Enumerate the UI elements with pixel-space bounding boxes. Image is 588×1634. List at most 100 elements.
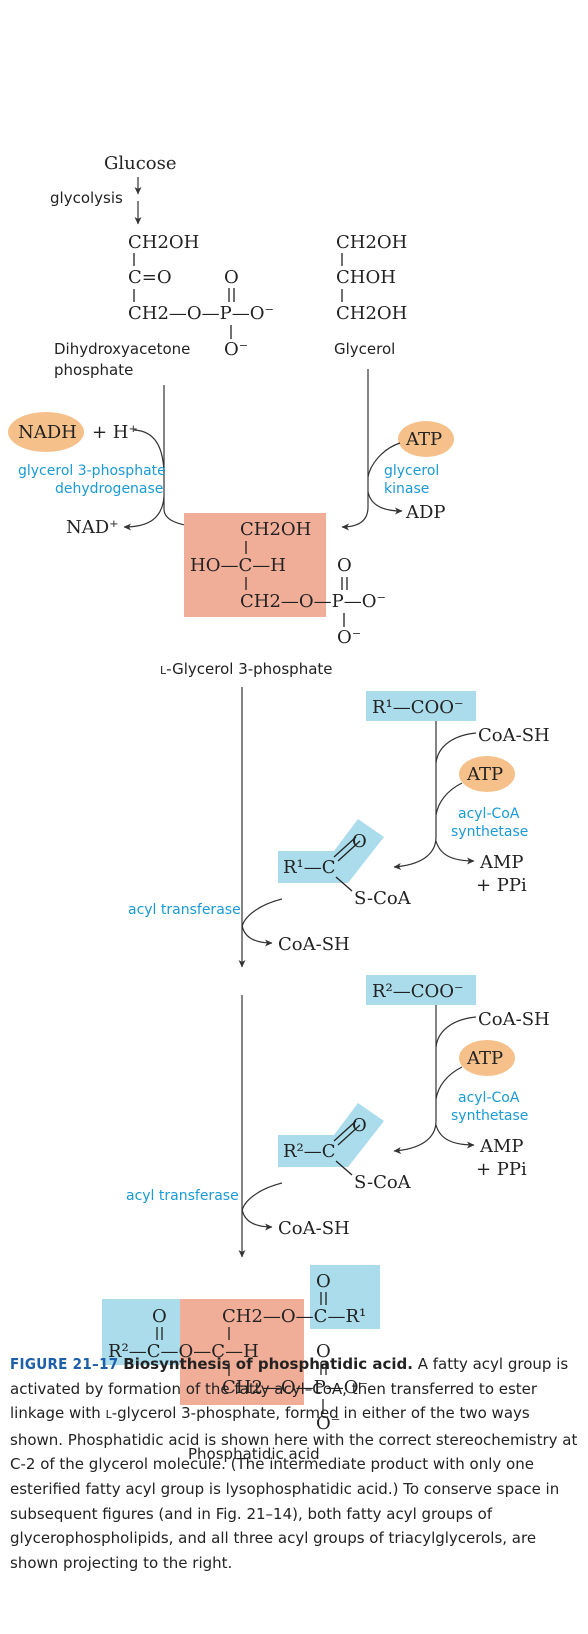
acyl1-coash-out-label: CoA-SH — [278, 934, 350, 955]
svg-text:CH2—O—P—O⁻: CH2—O—P—O⁻ — [128, 303, 274, 324]
svg-text:S-CoA: S-CoA — [354, 888, 412, 909]
caption-body-a: A fatty acyl group is activated by forma… — [10, 1355, 569, 1423]
h-plus-label: + H⁺ — [92, 422, 138, 443]
acyl2-amp-out — [435, 1124, 475, 1149]
acyl2-synthetase-line2: synthetase — [451, 1108, 528, 1124]
svg-text:O: O — [316, 1271, 331, 1292]
acyl2-coash-out-label: CoA-SH — [278, 1218, 350, 1239]
figure-title: Biosynthesis of phosphatidic acid. — [123, 1355, 413, 1373]
svg-text:O: O — [352, 1115, 367, 1136]
acyl2-synthetase-line1: acyl-CoA — [458, 1090, 520, 1106]
svg-text:C=O: C=O — [128, 267, 172, 288]
acyl2-ppi-label: + PPi — [476, 1159, 527, 1180]
g3p-glycerol-highlight — [184, 513, 326, 617]
acyl1-synthetase-line2: synthetase — [451, 824, 528, 840]
acyl1-coa-highlight — [278, 819, 384, 883]
acyl1-coash-in — [435, 732, 477, 764]
r2-coo-highlight — [366, 975, 476, 1005]
pa-glycerol-highlight — [180, 1299, 304, 1405]
acyl2-main-curve — [393, 1005, 437, 1154]
svg-text:CH2OH: CH2OH — [128, 232, 199, 253]
glycerol-kinase-line1: glycerol — [384, 463, 439, 479]
acyl1-coash-out — [241, 924, 273, 947]
acyl1-atp-in — [435, 782, 463, 816]
svg-text:CHOH: CHOH — [336, 267, 396, 288]
svg-text:CH2—O—P—O⁻: CH2—O—P—O⁻ — [222, 1377, 368, 1398]
svg-text:O⁻: O⁻ — [316, 1413, 340, 1434]
svg-text:CH2OH: CH2OH — [240, 519, 311, 540]
acyl1-synthetase-line1: acyl-CoA — [458, 806, 520, 822]
g3p-dehydrogenase-line2: dehydrogenase — [55, 481, 163, 497]
dhap-to-g3p-arrow — [163, 385, 213, 531]
svg-text:R¹—C: R¹—C — [283, 857, 336, 878]
phosphatidic-acid-structure: O CH2—O—C—R¹ O R²—C—O—C—H O CH2—O—P—O⁻ O… — [108, 1271, 368, 1434]
acyl2-coa-highlight — [278, 1103, 384, 1167]
g3p-dehydrogenase-line1: glycerol 3-phosphate — [18, 463, 166, 479]
adp-label: ADP — [405, 502, 446, 523]
acyl1-coa-structure: R¹—C O S-CoA — [283, 831, 412, 909]
dhap-structure: CH2OH C=O O CH2—O—P—O⁻ O⁻ — [128, 232, 274, 360]
phosphatidic-acid-label: Phosphatidic acid — [188, 1445, 320, 1463]
r2-coo-label: R²—COO⁻ — [372, 981, 464, 1002]
pa-r1-acyl-highlight — [310, 1265, 380, 1329]
svg-text:CH2OH: CH2OH — [336, 232, 407, 253]
adp-out-arrow — [367, 491, 403, 515]
glycolysis-label: glycolysis — [50, 189, 123, 207]
g3p-label: L-Glycerol 3-phosphate — [160, 660, 333, 678]
glycerol-kinase-line2: kinase — [384, 481, 429, 497]
dhap-label-line2: phosphate — [54, 361, 133, 379]
figure-number: FIGURE 21–17 — [10, 1355, 119, 1373]
caption-body-b: -glycerol 3-phosphate, formed in either … — [10, 1404, 578, 1572]
glycerol-structure: CH2OH CHOH CH2OH — [336, 232, 407, 324]
pa-r2-acyl-highlight — [102, 1299, 180, 1365]
acyl1-atp-badge — [459, 756, 515, 792]
svg-text:O: O — [316, 1341, 331, 1362]
acyl2-coash-in — [435, 1016, 477, 1048]
svg-text:CH2OH: CH2OH — [336, 303, 407, 324]
dhap-label-line1: Dihydroxyacetone — [54, 340, 190, 358]
acyl-transferase-2: acyl transferase — [126, 1188, 239, 1204]
g3p-structure: CH2OH HO—C—H O CH2—O—P—O⁻ O⁻ — [190, 519, 386, 648]
caption-l-prefix: L — [105, 1408, 112, 1422]
acyl2-coa-structure: R²—C O S-CoA — [283, 1115, 412, 1193]
acyl1-atp-label: ATP — [466, 764, 503, 785]
svg-text:HO—C—H: HO—C—H — [190, 555, 286, 576]
glucose-label: Glucose — [104, 153, 177, 174]
acyl1-transferase-curve — [241, 898, 283, 928]
atp-label-glycerol-kinase: ATP — [405, 429, 442, 450]
nadh-badge — [8, 412, 84, 452]
glycerol-label: Glycerol — [334, 340, 395, 358]
svg-text:O⁻: O⁻ — [224, 339, 248, 360]
acyl2-transferase-curve — [241, 1182, 283, 1212]
acyl2-amp-label: AMP — [479, 1136, 524, 1157]
acyl-transferase-1: acyl transferase — [128, 902, 241, 918]
svg-text:O⁻: O⁻ — [337, 627, 361, 648]
atp-badge-glycerol-kinase — [398, 421, 454, 457]
svg-text:CH2—O—C—R¹: CH2—O—C—R¹ — [222, 1306, 366, 1327]
nadh-in-arrow — [133, 429, 165, 473]
atp-in-arrow — [367, 442, 401, 478]
acyl1-amp-out — [435, 840, 475, 865]
nad-plus-label: NAD⁺ — [66, 517, 119, 538]
acyl2-atp-in — [435, 1066, 463, 1100]
acyl1-amp-label: AMP — [479, 852, 524, 873]
nadh-label: NADH — [18, 422, 77, 443]
acyl2-atp-badge — [459, 1040, 515, 1076]
nad-out-arrow — [123, 496, 165, 531]
acyl2-coash-out — [241, 1208, 273, 1231]
acyl1-main-curve — [393, 721, 437, 870]
svg-text:O: O — [337, 555, 352, 576]
acyl1-ppi-label: + PPi — [476, 875, 527, 896]
r1-coo-highlight — [366, 691, 476, 721]
svg-text:S-CoA: S-CoA — [354, 1172, 412, 1193]
r1-coo-label: R¹—COO⁻ — [372, 697, 464, 718]
acyl2-atp-label: ATP — [466, 1048, 503, 1069]
glycerol-to-g3p-arrow — [341, 369, 369, 531]
svg-text:CH2—O—P—O⁻: CH2—O—P—O⁻ — [240, 591, 386, 612]
figure-caption: FIGURE 21–17 Biosynthesis of phosphatidi… — [10, 1352, 578, 1575]
acyl1-coash-in-label: CoA-SH — [478, 725, 550, 746]
svg-text:R²—C: R²—C — [283, 1141, 336, 1162]
acyl2-coash-in-label: CoA-SH — [478, 1009, 550, 1030]
svg-text:O: O — [152, 1306, 167, 1327]
